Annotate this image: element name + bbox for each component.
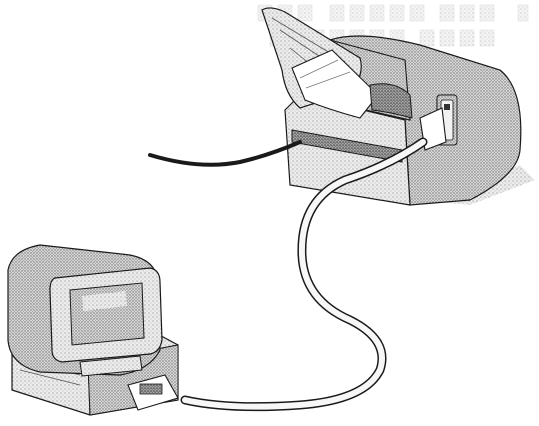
- monitor-screen: [70, 283, 144, 345]
- power-cord: [150, 142, 300, 165]
- desktop-computer: [8, 245, 178, 415]
- computer-parallel-port: [140, 384, 162, 394]
